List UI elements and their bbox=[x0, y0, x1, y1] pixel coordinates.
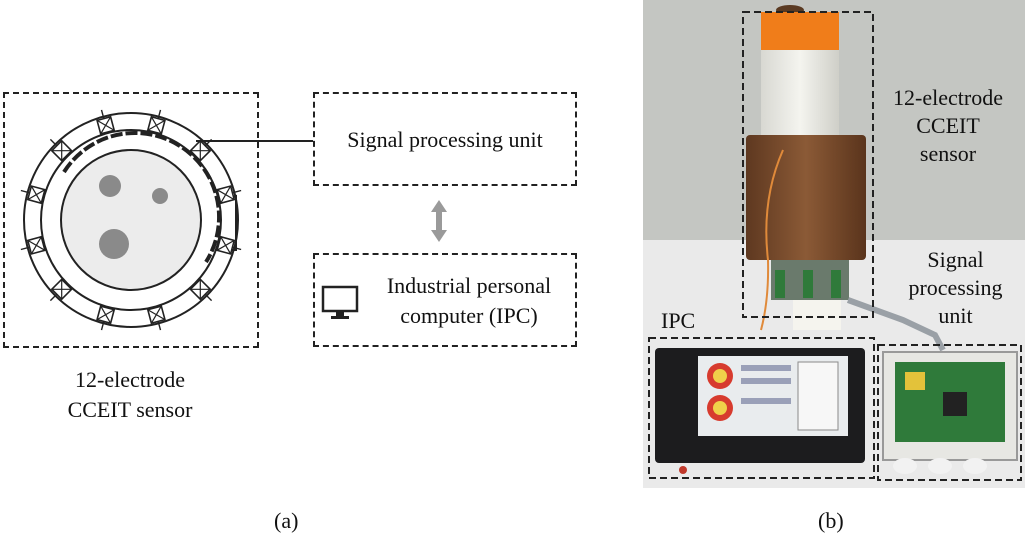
sensor-label-line1: 12-electrode bbox=[75, 367, 185, 392]
caption-b: (b) bbox=[818, 508, 844, 533]
electrode-group bbox=[20, 109, 242, 331]
shield-arc bbox=[62, 130, 222, 264]
bidirectional-arrow bbox=[431, 200, 447, 242]
photo-ipc-label: IPC bbox=[661, 308, 696, 333]
ipc-label-line1: Industrial personal bbox=[386, 273, 552, 298]
outer-screen-ring bbox=[23, 112, 239, 328]
brown-sleeve bbox=[746, 135, 866, 260]
photo-signal-line1: Signal bbox=[927, 247, 984, 272]
pipe-cross-section bbox=[60, 149, 202, 291]
electrode-4 bbox=[216, 235, 242, 255]
photo-signal-line3: unit bbox=[938, 303, 973, 328]
photo-sensor-line3: sensor bbox=[919, 141, 977, 166]
sensor-box bbox=[3, 92, 259, 348]
electrode-10 bbox=[20, 185, 46, 205]
signal-unit-label: Signal processing unit bbox=[347, 127, 543, 152]
electrode-5 bbox=[189, 278, 213, 302]
bubble-3 bbox=[99, 229, 129, 259]
electrode-2 bbox=[189, 138, 213, 162]
caption-a: (a) bbox=[274, 508, 299, 533]
electrode-9 bbox=[20, 235, 46, 255]
electrode-8 bbox=[49, 278, 73, 302]
electrode-12 bbox=[96, 109, 116, 135]
sensor-label-line2: CCEIT sensor bbox=[67, 397, 193, 422]
electrode-11 bbox=[49, 138, 73, 162]
photo-panel: 12-electrode CCEIT sensor IPC Signal pro… bbox=[643, 0, 1025, 488]
orange-cap bbox=[761, 12, 839, 50]
photo-sensor-line2: CCEIT bbox=[916, 113, 980, 138]
signal-unit-box bbox=[313, 92, 577, 186]
ipc-label-line2: computer (IPC) bbox=[400, 303, 538, 328]
sensor-diagram bbox=[20, 109, 447, 331]
bubble-1 bbox=[99, 175, 121, 197]
setup-photo bbox=[643, 0, 1025, 488]
ipc-box bbox=[313, 253, 577, 347]
electrode-3 bbox=[216, 185, 242, 205]
photo-sensor-line1: 12-electrode bbox=[893, 85, 1003, 110]
bubble-2 bbox=[152, 188, 168, 204]
photo-signal-line2: processing bbox=[908, 275, 1003, 300]
electrode-6 bbox=[146, 305, 166, 331]
electrode-7 bbox=[96, 305, 116, 331]
monitor-icon bbox=[321, 285, 359, 319]
electrode-1 bbox=[146, 109, 166, 135]
